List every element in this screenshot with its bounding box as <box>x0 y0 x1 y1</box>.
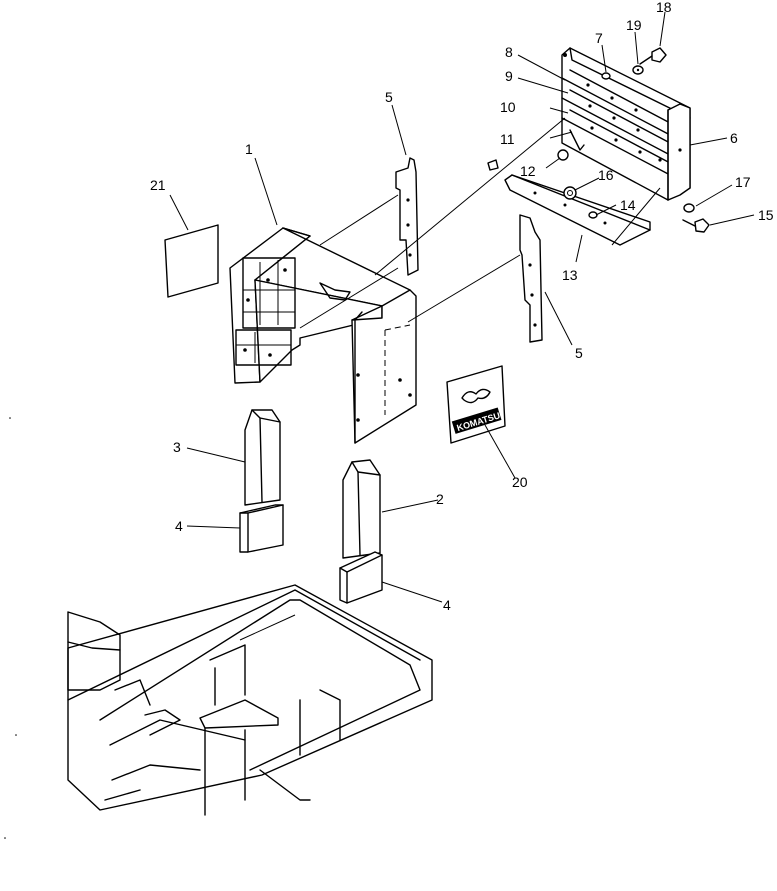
plate-21 <box>164 224 219 298</box>
bracket-5-upper <box>395 157 419 276</box>
pad-4-upper <box>239 504 284 553</box>
side-panel-2 <box>342 459 381 559</box>
bolt-18 <box>639 47 667 65</box>
bolt-15 <box>682 218 710 233</box>
grille-cover <box>487 47 691 201</box>
callout-21: 21 <box>150 177 166 193</box>
pad-4-lower <box>339 551 383 604</box>
callout-5-lower: 5 <box>575 345 583 361</box>
callout-4-upper: 4 <box>175 518 183 534</box>
assembly-lines <box>299 117 661 329</box>
bracket-5-lower <box>519 214 543 343</box>
callout-1: 1 <box>245 141 253 157</box>
nut-16 <box>563 186 577 200</box>
callout-15: 15 <box>758 207 774 223</box>
callout-10: 10 <box>500 99 516 115</box>
callout-12: 12 <box>520 163 536 179</box>
callout-6: 6 <box>730 130 738 146</box>
callout-19: 19 <box>626 17 642 33</box>
callout-13: 13 <box>562 267 578 283</box>
washer-19 <box>632 65 644 75</box>
callout-17: 17 <box>735 174 751 190</box>
callout-5-upper: 5 <box>385 89 393 105</box>
scan-specks <box>4 417 17 839</box>
console-body <box>229 227 417 444</box>
callout-4-lower: 4 <box>443 597 451 613</box>
callout-9: 9 <box>505 68 513 84</box>
chassis-frame <box>67 584 433 816</box>
bar-13 <box>504 174 651 246</box>
washer-14 <box>588 211 598 219</box>
callout-20: 20 <box>512 474 528 490</box>
callout-11: 11 <box>500 131 515 147</box>
washer-17 <box>683 203 695 213</box>
side-panel-3 <box>244 409 281 506</box>
callout-14: 14 <box>620 197 636 213</box>
callout-2: 2 <box>436 491 444 507</box>
callout-labels: 1 2 3 4 4 5 5 6 7 8 9 10 11 12 13 14 15 … <box>150 0 774 613</box>
callout-8: 8 <box>505 44 513 60</box>
callout-7: 7 <box>595 30 603 46</box>
callout-18: 18 <box>656 0 672 15</box>
leader-lines <box>169 11 755 603</box>
callout-3: 3 <box>173 439 181 455</box>
nameplate-20: KOMATSU <box>446 365 506 444</box>
nut-12 <box>557 149 569 161</box>
callout-16: 16 <box>598 167 614 183</box>
